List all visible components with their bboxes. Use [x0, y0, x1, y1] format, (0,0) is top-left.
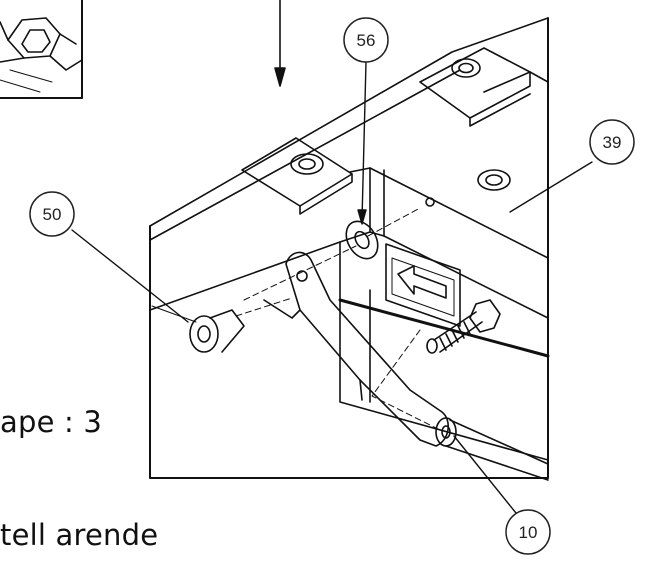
washer-56	[345, 220, 379, 260]
mounting-plates	[241, 47, 549, 215]
rod-10	[435, 417, 549, 481]
screw-50	[151, 305, 245, 353]
step-label: ape : 3	[0, 405, 103, 439]
callout-39: 39	[589, 119, 635, 165]
leader-lines	[71, 61, 593, 519]
callout-50-label: 50	[43, 205, 62, 224]
callout-10-label: 10	[519, 523, 538, 542]
frame-outline	[149, 17, 549, 479]
side-rail	[149, 167, 550, 461]
bracket-arm	[263, 251, 449, 447]
callout-39-label: 39	[603, 133, 622, 152]
assembly-lines	[235, 207, 441, 431]
instruction-text: tell arende	[0, 518, 159, 552]
callout-50: 50	[29, 191, 75, 237]
hex-bolt-detail-icon	[0, 17, 83, 93]
callout-56-label: 56	[357, 31, 376, 50]
direction-arrow-icon	[385, 243, 461, 327]
top-screws	[290, 58, 511, 191]
detail-inset	[0, 0, 83, 99]
hex-bolt	[426, 299, 501, 354]
down-arrow-icon	[274, 0, 286, 87]
callout-10: 10	[505, 509, 551, 555]
callout-56: 56	[343, 17, 389, 63]
